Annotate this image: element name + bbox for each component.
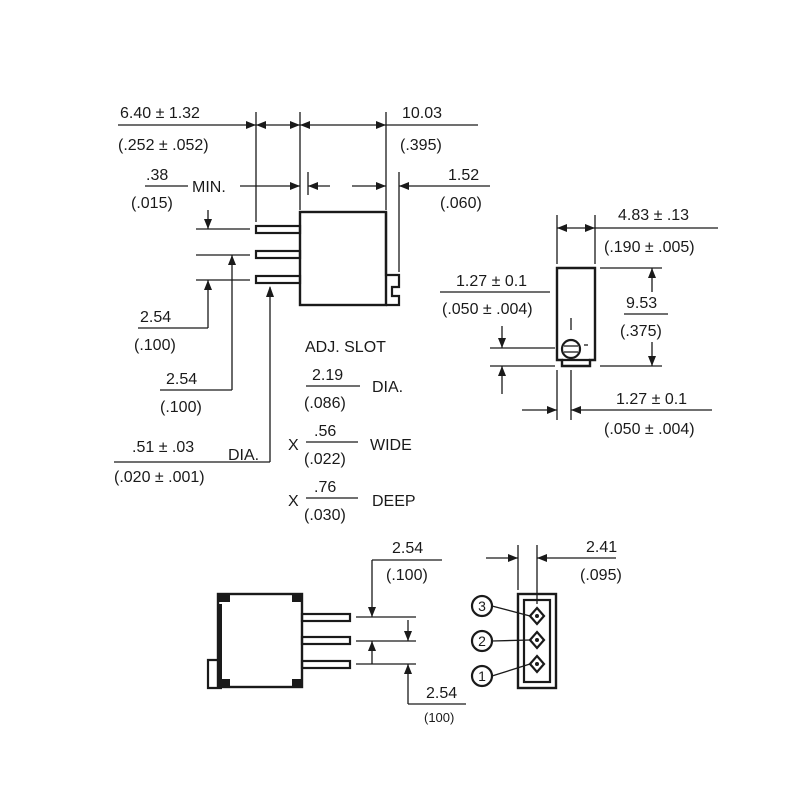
side-dim-slot-inch: (.050 ± .004) — [442, 301, 533, 318]
adj-slot-deep-nominal: .76 — [314, 479, 336, 496]
side-dim-width-inch: (.190 ± .005) — [604, 239, 695, 256]
pin — [300, 659, 352, 670]
pin-1-label: 1 — [478, 668, 486, 684]
top-view-rear-tab — [384, 212, 401, 307]
pin-layout-view: 3 2 1 2.41 (.095) — [470, 539, 622, 690]
dim-length-inch: (.395) — [400, 137, 442, 154]
adj-slot-wide-suffix: WIDE — [370, 437, 412, 454]
pin — [254, 249, 302, 260]
side-dim-height-nominal: 9.53 — [626, 295, 657, 312]
adj-slot-wide-inch: (.022) — [304, 451, 346, 468]
dim-min-nominal: .38 — [146, 167, 168, 184]
front-view: 2.54 (.100) 2.54 (100) — [206, 540, 466, 725]
dim-pitch-b-inch: (.100) — [160, 399, 202, 416]
side-dim-bottom-nominal: 1.27 ± 0.1 — [616, 391, 687, 408]
front-dim-pitch-b-nominal: 2.54 — [426, 685, 457, 702]
side-view: 4.83 ± .13 (.190 ± .005) 9.53 (.375) 1.2… — [440, 207, 718, 438]
adj-slot-deep-prefix: X — [288, 493, 299, 510]
dim-pitch-a-nominal: 2.54 — [140, 309, 171, 326]
dim-tab-inch: (.060) — [440, 195, 482, 212]
front-view-pins — [300, 612, 352, 670]
top-view: 6.40 ± 1.32 (.252 ± .052) 10.03 (.395) .… — [114, 105, 490, 524]
adj-slot-wide-prefix: X — [288, 437, 299, 454]
dim-pin-dia-inch: (.020 ± .001) — [114, 469, 205, 486]
side-dim-height-inch: (.375) — [620, 323, 662, 340]
pin-dim-offset-nominal: 2.41 — [586, 539, 617, 556]
pin — [254, 274, 302, 285]
dim-width-nominal: 6.40 ± 1.32 — [120, 105, 200, 122]
dim-pitch-a-inch: (.100) — [134, 337, 176, 354]
adj-slot-deep-suffix: DEEP — [372, 493, 416, 510]
dim-min-inch: (.015) — [131, 195, 173, 212]
adjust-screw — [560, 338, 582, 360]
top-view-pins — [254, 224, 302, 285]
front-dim-pitch-a-nominal: 2.54 — [392, 540, 423, 557]
pin — [300, 635, 352, 646]
pin-dim-offset-inch: (.095) — [580, 567, 622, 584]
pin-2-label: 2 — [478, 633, 486, 649]
pin-terminals — [528, 606, 546, 674]
front-dim-pitch-b-inch: (100) — [424, 710, 454, 725]
pin — [254, 224, 302, 235]
adj-slot-deep-inch: (.030) — [304, 507, 346, 524]
adj-slot-dia-suffix: DIA. — [372, 379, 403, 396]
pin-2-marker — [470, 629, 494, 653]
pin — [300, 612, 352, 623]
pin-3-marker — [470, 594, 494, 618]
adj-slot-wide-nominal: .56 — [314, 423, 336, 440]
adj-slot-dia-inch: (.086) — [304, 395, 346, 412]
dim-length-nominal: 10.03 — [402, 105, 442, 122]
dim-min-suffix: MIN. — [192, 179, 226, 196]
dim-pitch-b-nominal: 2.54 — [166, 371, 197, 388]
dim-pin-dia-suffix: DIA. — [228, 447, 259, 464]
side-dim-bottom-inch: (.050 ± .004) — [604, 421, 695, 438]
pin-3-label: 3 — [478, 598, 486, 614]
dim-pin-dia-nominal: .51 ± .03 — [132, 439, 194, 456]
side-dim-slot-nominal: 1.27 ± 0.1 — [456, 273, 527, 290]
top-view-body — [298, 210, 388, 307]
side-dim-width-nominal: 4.83 ± .13 — [618, 207, 689, 224]
front-dim-pitch-a-inch: (.100) — [386, 567, 428, 584]
adj-slot-dia-nominal: 2.19 — [312, 367, 343, 384]
front-view-body — [216, 592, 304, 689]
dim-width-inch: (.252 ± .052) — [118, 137, 209, 154]
dim-tab-nominal: 1.52 — [448, 167, 479, 184]
pin-1-marker — [470, 664, 494, 688]
adj-slot-label: ADJ. SLOT — [305, 339, 386, 356]
